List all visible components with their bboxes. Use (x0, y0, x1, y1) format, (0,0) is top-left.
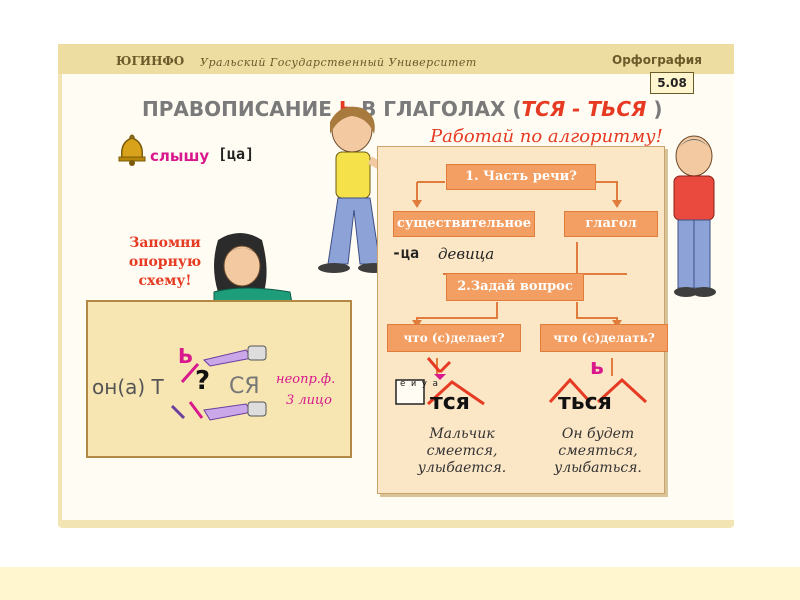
page-number-badge: 5.08 (650, 72, 694, 94)
pointer-bottle-icon-2 (203, 401, 267, 421)
algorithm-heading: Работай по алгоритму! (430, 126, 663, 147)
bell-example-word: слышу (150, 147, 210, 165)
question2-box: что (с)делать? (540, 324, 668, 352)
example1-line1: Мальчик (429, 426, 495, 442)
ending-arrow-icon (426, 357, 452, 380)
step2-box: 2.Задай вопрос (446, 273, 584, 301)
noun-box: существительное (393, 211, 535, 237)
bell-example-transcription: [ца] (218, 145, 255, 163)
example-present-tense: Мальчик смеется, улыбается. (410, 426, 514, 477)
bottom-bar (0, 567, 800, 600)
reminder-line1: Запомни (129, 235, 201, 251)
bell-icon (118, 134, 146, 166)
example-infinitive: Он будет смеяться, улыбаться. (546, 426, 650, 477)
subject-label: Орфография (612, 53, 702, 67)
ending-tsya-soft: ться (558, 390, 612, 415)
verb-box: глагол (564, 211, 658, 237)
reference-scheme (86, 300, 352, 458)
scheme-suffix: СЯ (229, 374, 260, 399)
pointer-bottle-icon (203, 345, 267, 367)
ending-tsya: тся (430, 390, 470, 415)
scheme-question-mark: ? (195, 366, 211, 396)
svg-text:ь: ь (590, 355, 604, 380)
ending-roof-right (548, 377, 648, 404)
example2-line2: смеяться, (558, 443, 638, 459)
step1-box: 1. Часть речи? (446, 164, 596, 190)
title-endings: ТСЯ - ТЬСЯ (521, 97, 647, 121)
stacked-vowels: е и у а (400, 379, 438, 389)
soft-sign-mark-icon: ь (590, 355, 604, 380)
logo: ЮГИНФО (116, 54, 185, 68)
ending-roof-left (395, 379, 485, 406)
noun-example: девица (438, 245, 495, 263)
university-name: Уральский Государственный Университет (200, 56, 477, 69)
example2-line1: Он будет (561, 426, 635, 442)
example1-line3: улыбается. (417, 460, 507, 476)
title-close: ) (646, 97, 663, 121)
title-in-verbs: В ГЛАГОЛАХ ( (361, 97, 522, 121)
scheme-soft-sign: Ь (178, 344, 194, 368)
scheme-formula: он(а) Т (92, 375, 164, 399)
reminder-line3: схему! (138, 273, 192, 289)
question1-box: что (с)делает? (387, 324, 521, 352)
noun-suffix: -ца (392, 244, 420, 262)
title-main: ПРАВОПИСАНИЕ (142, 97, 332, 121)
reminder-text: Запомни опорную схему! (118, 234, 212, 291)
slide-header (58, 44, 734, 74)
reminder-line2: опорную (128, 254, 202, 270)
example1-line2: смеется, (426, 443, 498, 459)
scheme-arrows (170, 363, 204, 420)
scheme-third-person-label: 3 лицо (286, 393, 332, 408)
cartoon-boy-illustration (673, 135, 716, 297)
example2-line3: улыбаться. (554, 460, 642, 476)
scheme-infinitive-label: неопр.ф. (276, 372, 336, 387)
